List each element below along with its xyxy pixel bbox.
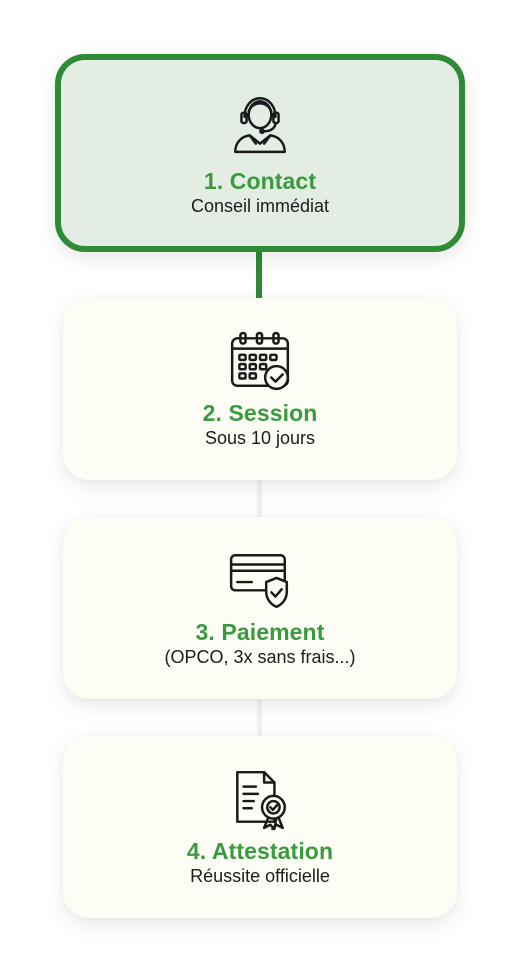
step-subtitle: Réussite officielle <box>190 866 330 886</box>
connector-3-4 <box>257 699 262 737</box>
step-title: 2. Session <box>202 400 318 426</box>
step-subtitle: Sous 10 jours <box>204 428 316 448</box>
step-card-contact[interactable]: 1. Contact Conseil immédiat <box>55 54 465 252</box>
connector-1-2 <box>256 248 262 300</box>
calendar-check-icon <box>230 331 290 391</box>
connector-2-3 <box>257 480 262 518</box>
step-title: 1. Contact <box>203 168 317 194</box>
headset-agent-icon <box>234 97 286 154</box>
step-subtitle: Conseil immédiat <box>190 196 330 216</box>
certificate-icon <box>236 770 286 831</box>
credit-card-shield-icon <box>229 554 289 609</box>
step-card-attestation[interactable]: 4. Attestation Réussite officielle <box>63 736 457 918</box>
step-card-session[interactable]: 2. Session Sous 10 jours <box>63 298 457 480</box>
step-title: 3. Paiement <box>195 619 325 645</box>
step-subtitle: (OPCO, 3x sans frais...) <box>164 647 356 667</box>
step-card-paiement[interactable]: 3. Paiement (OPCO, 3x sans frais...) <box>63 517 457 699</box>
step-title: 4. Attestation <box>186 838 334 864</box>
